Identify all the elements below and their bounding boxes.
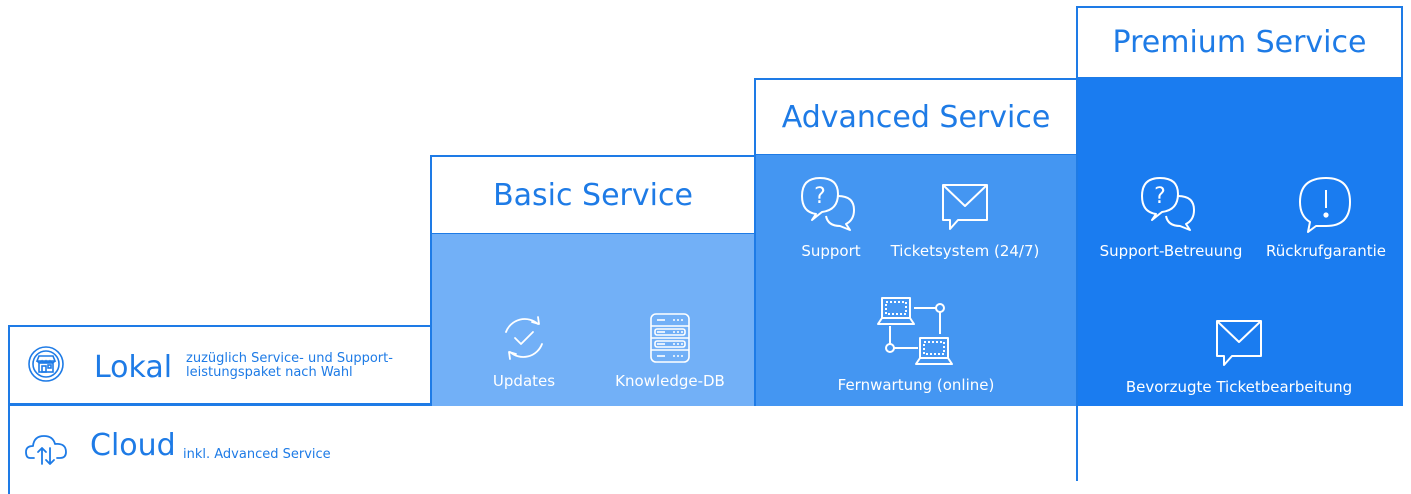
cloud-note: inkl. Advanced Service [183,447,331,462]
feature-support-betreuung: ? Support-Betreuung [1086,174,1256,260]
premium-service-panel [1076,78,1403,406]
question-chat-icon: ? [801,177,855,231]
feature-updates-label: Updates [492,372,556,390]
advanced-service-title: Advanced Service [781,99,1051,135]
feature-ticketsystem-label: Ticketsystem (24/7) [890,242,1040,260]
basic-service-title: Basic Service [493,177,693,213]
cloud-upload-download-icon [24,428,70,468]
feature-support-betreuung-label: Support-Betreuung [1099,242,1243,260]
storefront-pin-icon [26,344,66,384]
feature-support: ? Support [774,174,888,260]
refresh-check-icon [505,316,543,360]
feature-support-label: Support [801,242,861,260]
premium-service-header: Premium Service [1076,6,1403,79]
premium-divider-line [1076,405,1078,481]
feature-knowledge-db-label: Knowledge-DB [615,372,725,390]
feature-rueckrufgarantie-label: Rückrufgarantie [1266,242,1386,260]
remote-computers-icon [877,297,953,365]
database-server-icon [650,313,690,363]
feature-fernwartung-label: Fernwartung (online) [837,376,995,394]
question-chat-icon: ? [1141,177,1195,231]
feature-rueckrufgarantie: Rückrufgarantie [1256,174,1396,260]
envelope-chat-icon [1216,320,1262,366]
feature-knowledge-db: Knowledge-DB [600,312,740,390]
svg-text:?: ? [814,184,826,209]
envelope-chat-icon [942,184,988,230]
feature-fernwartung: Fernwartung (online) [816,296,1016,394]
exclamation-chat-icon [1299,177,1351,233]
basic-service-panel [430,234,756,406]
feature-bevorzugte-ticketbearbeitung: Bevorzugte Ticketbearbeitung [1104,316,1374,396]
svg-text:?: ? [1154,184,1166,209]
feature-bevorzugte-ticketbearbeitung-label: Bevorzugte Ticketbearbeitung [1125,378,1353,396]
feature-updates: Updates [466,312,582,390]
feature-ticketsystem: Ticketsystem (24/7) [890,180,1040,260]
premium-service-title: Premium Service [1112,25,1367,60]
lokal-title: Lokal [94,350,173,385]
lokal-note-line1: zuzüglich Service- und Support- [186,351,393,366]
advanced-service-header: Advanced Service [754,78,1078,156]
basic-service-header: Basic Service [430,155,756,235]
cloud-title: Cloud [90,428,176,463]
lokal-note-line2: leistungspaket nach Wahl [186,365,353,380]
